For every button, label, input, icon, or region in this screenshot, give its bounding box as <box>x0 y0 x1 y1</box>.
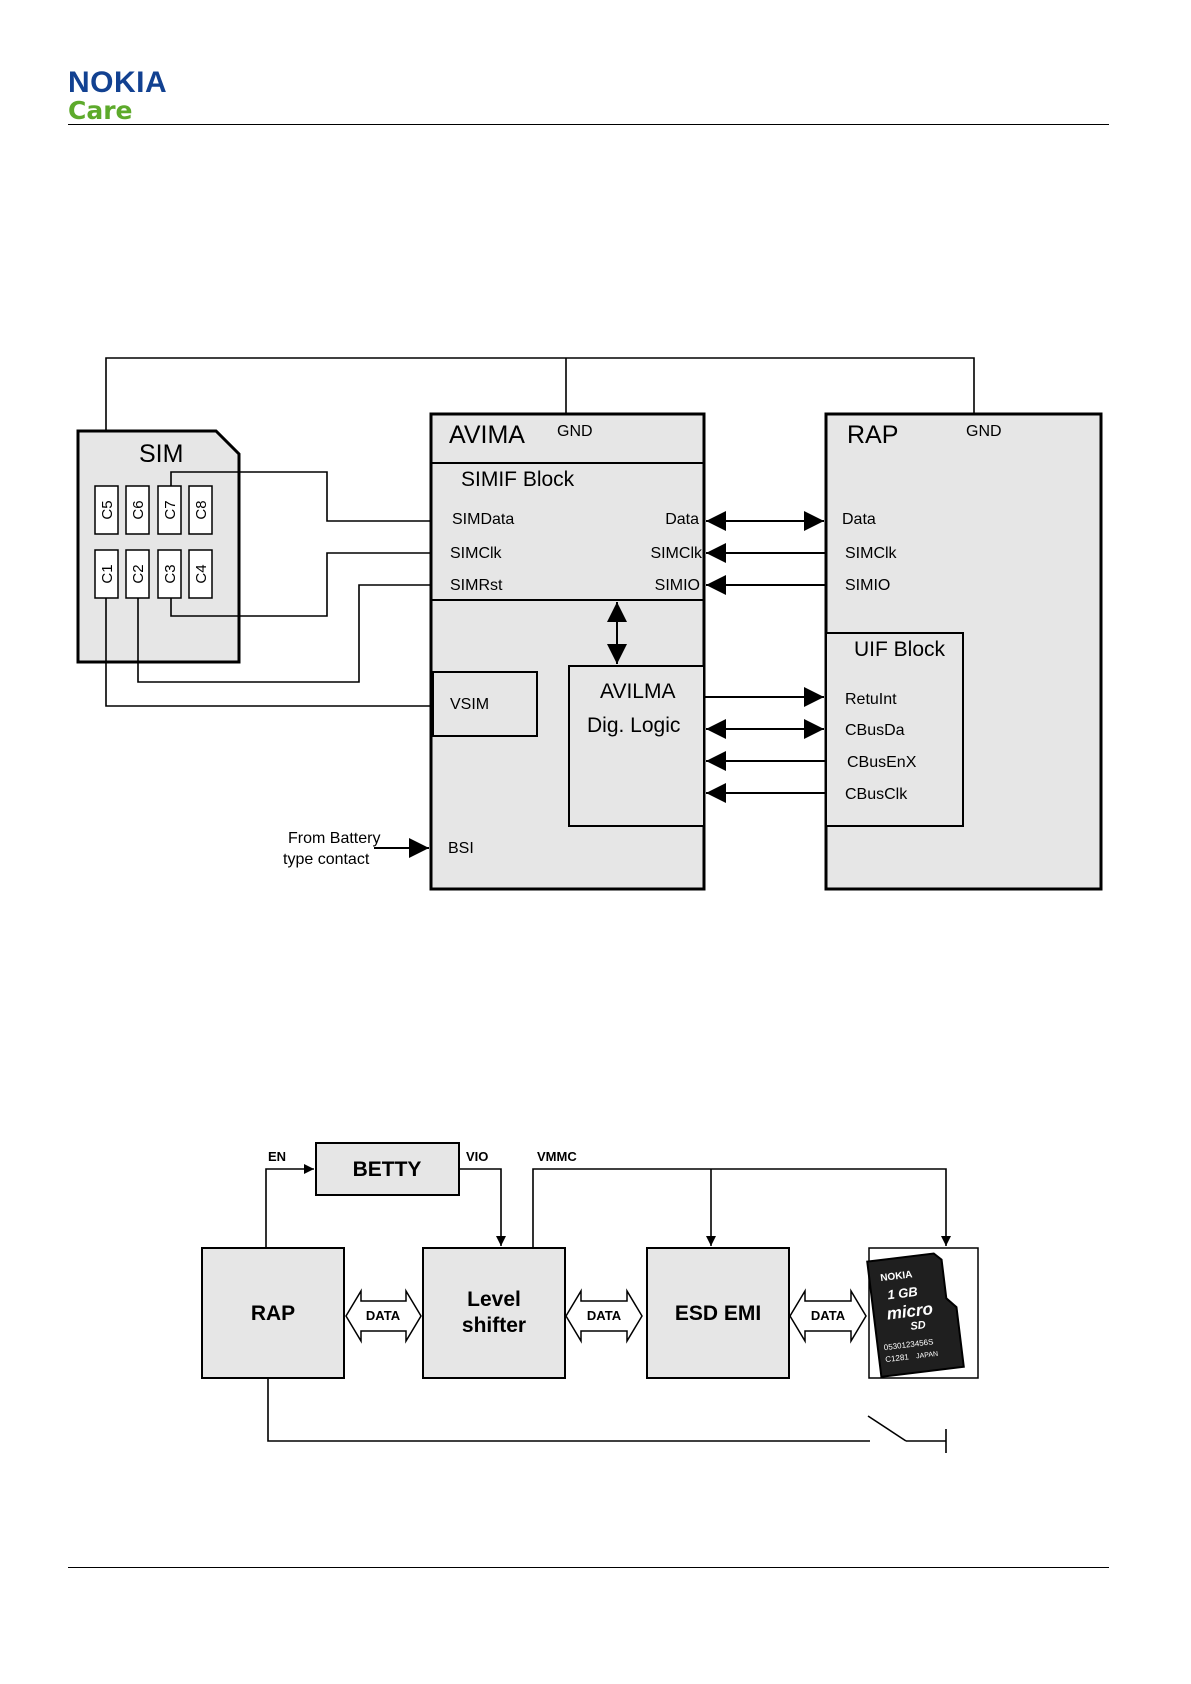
avima-left-signal: SIMClk <box>450 545 503 562</box>
data-arrow-rap-level <box>345 1288 422 1344</box>
mmc-rap-label: RAP <box>251 1302 295 1325</box>
logo-care-text: Care <box>68 96 133 125</box>
uif-signal: CBusDa <box>845 722 905 739</box>
card-detect-switch <box>867 1415 907 1442</box>
battery-label-line1: From Battery <box>288 830 380 847</box>
betty-label: BETTY <box>353 1158 422 1181</box>
vio-label: VIO <box>466 1149 488 1164</box>
vsim-block <box>432 671 538 737</box>
level-shifter-line1: Level <box>467 1288 521 1311</box>
battery-label-line2: type contact <box>283 851 370 868</box>
esd-emi-block <box>646 1247 790 1379</box>
avima-left-signal: SIMData <box>452 511 514 528</box>
sim-pin-label: C3 <box>162 564 179 583</box>
level-shifter-block <box>422 1247 566 1379</box>
data-label: DATA <box>587 1308 622 1323</box>
footer-rule <box>68 1567 1109 1568</box>
sim-title: SIM <box>139 440 183 468</box>
mmc-interface-diagram: BETTY RAP Level shifter ESD EMI NOKIA 1 … <box>201 1142 979 1453</box>
sim-pin-label: C7 <box>162 500 179 519</box>
uif-signal: CBusClk <box>845 786 908 803</box>
en-label: EN <box>268 1149 286 1164</box>
data-arrow-level-esd <box>565 1288 643 1344</box>
logo-nokia-text: NOKIA <box>68 66 168 99</box>
sim-pin-label: C8 <box>193 500 210 519</box>
wire-simdata <box>170 471 431 522</box>
data-label: DATA <box>366 1308 401 1323</box>
sim-pin-label: C4 <box>193 564 210 583</box>
card-origin: JAPAN <box>916 1351 939 1361</box>
wire-vio <box>459 1168 506 1246</box>
avima-right-signal: SIMIO <box>655 577 700 594</box>
esd-emi-label: ESD EMI <box>675 1302 761 1325</box>
uif-signal: CBusEnX <box>847 754 917 771</box>
sim-pin-label: C2 <box>130 564 147 583</box>
rap-signal: SIMClk <box>845 545 898 562</box>
sim-pins-top: C5 C6 C7 C8 <box>94 485 213 535</box>
header-rule <box>68 124 1109 125</box>
wire-vmmc <box>532 1168 951 1248</box>
sim-pin <box>157 549 182 599</box>
wire-en <box>265 1164 314 1248</box>
card-code: C1281 <box>885 1352 910 1364</box>
card-type-line2: SD <box>910 1319 927 1333</box>
avilma-subtitle: Dig. Logic <box>587 714 680 737</box>
nokia-care-logo: NOKIA Care <box>68 68 167 125</box>
avima-title: AVIMA <box>449 421 525 449</box>
sim-pin <box>188 485 213 535</box>
card-capacity: 1 GB <box>887 1284 919 1303</box>
uif-block <box>825 632 964 827</box>
sim-pin-label: C5 <box>99 500 116 519</box>
microsd-card-icon: NOKIA 1 GB micro SD 0530123456S C1281 JA… <box>866 1252 965 1378</box>
rap-signal: SIMIO <box>845 577 890 594</box>
avima-left-signal: SIMRst <box>450 577 503 594</box>
avilma-block <box>568 665 705 827</box>
sim-pin <box>94 485 119 535</box>
simif-block-title: SIMIF Block <box>461 468 575 491</box>
uif-title: UIF Block <box>854 638 946 661</box>
rap-gnd-label: GND <box>966 423 1002 440</box>
avima-gnd-label: GND <box>557 423 593 440</box>
sim-pin <box>125 485 150 535</box>
sim-pin-label: C1 <box>99 564 116 583</box>
wire-simclk <box>170 552 431 617</box>
sim-pin-label: C6 <box>130 500 147 519</box>
card-brand: NOKIA <box>880 1269 913 1284</box>
avima-right-signal: Data <box>665 511 699 528</box>
card-detect-contact <box>906 1429 947 1453</box>
sim-pin <box>188 549 213 599</box>
data-label: DATA <box>811 1308 846 1323</box>
wire-card-detect <box>267 1378 870 1442</box>
rap-signal: Data <box>842 511 876 528</box>
wire-simrst <box>137 584 431 683</box>
sim-pins-bottom: C1 C2 C3 C4 <box>94 549 213 599</box>
vmmc-label: VMMC <box>537 1149 577 1164</box>
data-arrow-esd-card <box>789 1288 867 1344</box>
avilma-title: AVILMA <box>600 680 675 703</box>
uif-signal: RetuInt <box>845 691 897 708</box>
mmc-rap-block <box>201 1247 345 1379</box>
avima-right-signal: SIMClk <box>650 545 703 562</box>
level-shifter-line2: shifter <box>462 1314 526 1337</box>
bsi-label: BSI <box>448 840 474 857</box>
rap-title: RAP <box>847 421 898 449</box>
sim-interface-diagram: SIM C5 C6 C7 C8 C1 C2 C3 C4 <box>76 357 1103 891</box>
wire-vsim <box>105 598 433 707</box>
sim-card: SIM C5 C6 C7 C8 C1 C2 C3 C4 <box>76 429 241 664</box>
sim-pin <box>157 485 182 535</box>
vsim-label: VSIM <box>450 696 489 713</box>
